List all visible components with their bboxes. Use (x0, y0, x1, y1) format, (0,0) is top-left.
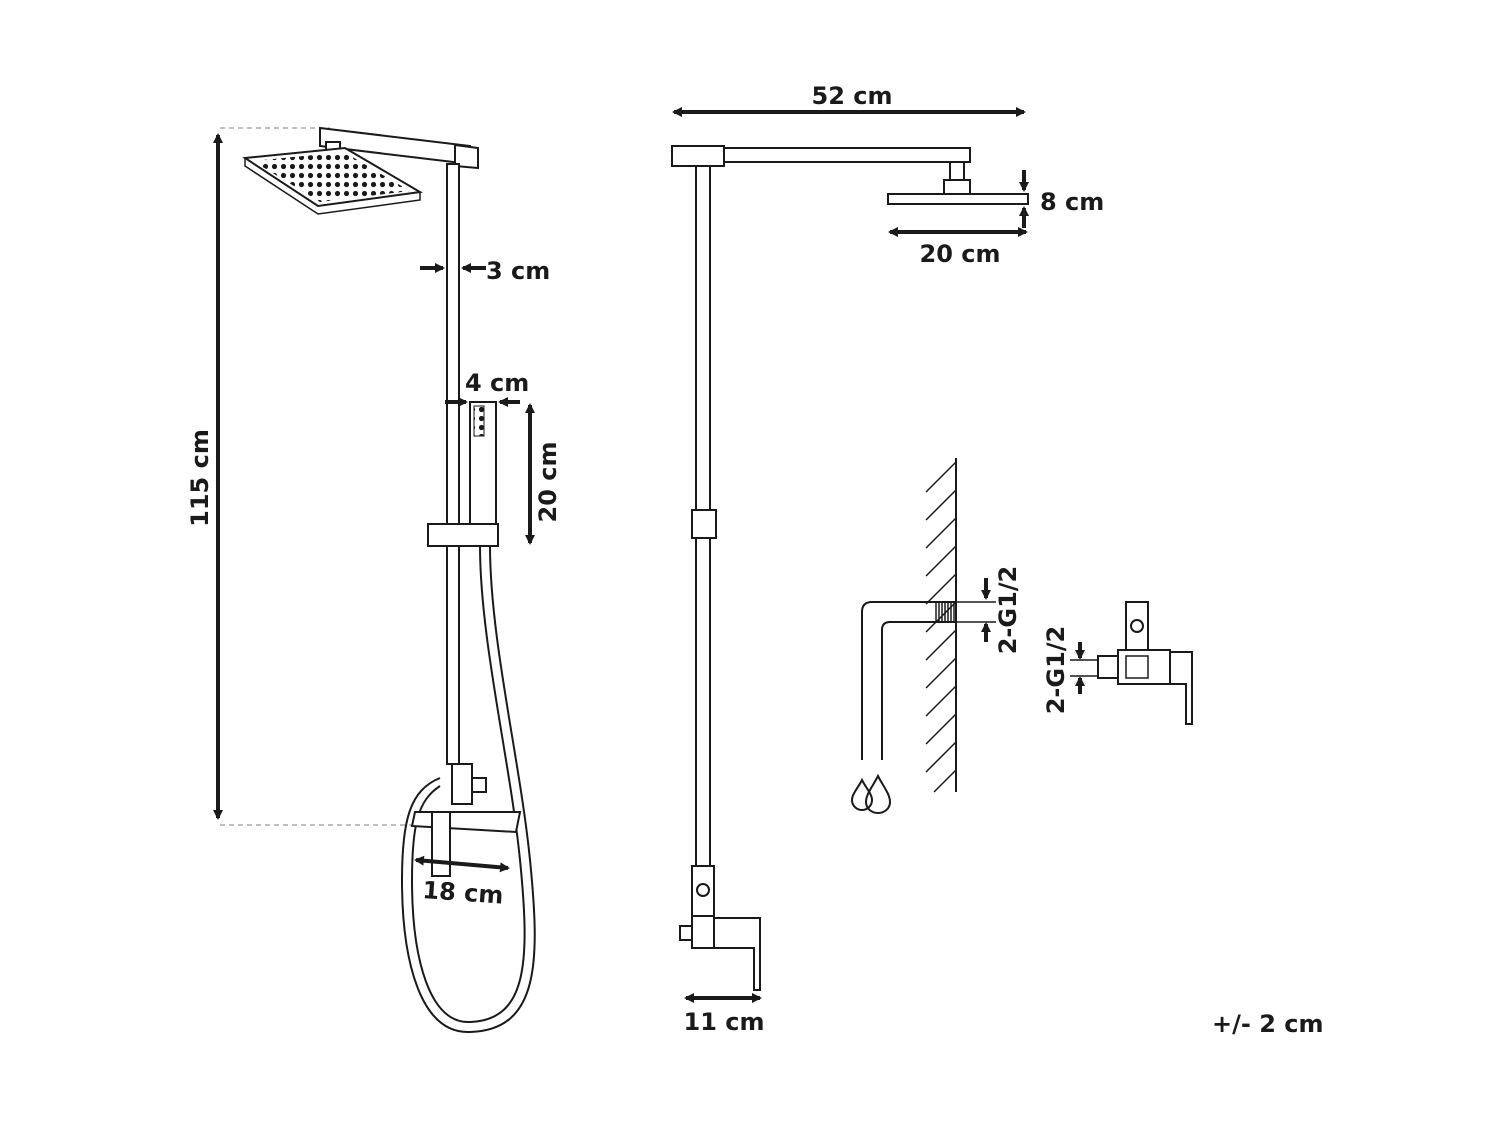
side-inlet (679, 925, 693, 941)
hand-shower-length-label: 20 cm (534, 442, 562, 523)
supply-pipe-inner (881, 621, 956, 760)
shower-head-nozzles (253, 152, 410, 202)
side-shower-arm (723, 147, 971, 163)
wall-hatching (925, 461, 957, 793)
shower-hose-inner (410, 545, 526, 1024)
pipe-thread (935, 602, 955, 622)
side-riser-lower (695, 537, 711, 867)
side-shower-head (887, 193, 1029, 205)
side-slider (691, 509, 717, 539)
detail-diverter-knob (1130, 619, 1144, 633)
arm-length-label: 52 cm (812, 82, 893, 110)
mixer-handle (431, 811, 451, 877)
wall-thread-label: 2-G1/2 (994, 566, 1022, 655)
arm-connector (454, 143, 479, 170)
head-height-label: 8 cm (1040, 188, 1104, 216)
supply-pipe-outer (861, 601, 956, 760)
detail-mixer-lever (1169, 651, 1193, 725)
hand-shower-nozzles (473, 405, 485, 437)
detail-diverter (1125, 601, 1149, 651)
slider-holder (427, 523, 499, 547)
mixer-thread-label: 2-G1/2 (1042, 626, 1070, 715)
side-head-neck (943, 179, 971, 195)
side-head-mount (949, 161, 965, 181)
side-mixer-body (691, 915, 715, 949)
head-width-label: 20 cm (920, 240, 1001, 268)
shower-head-edge (244, 158, 421, 215)
spout-length-label: 18 cm (422, 876, 505, 910)
detail-inlet-nut (1097, 655, 1119, 679)
mixer-body (410, 811, 522, 834)
riser-pipe (446, 163, 460, 765)
shower-hose (400, 545, 536, 1034)
side-diverter (691, 865, 715, 917)
side-riser-upper (695, 165, 711, 511)
wall-connection-detail: 2-G1/2 2-G1/2 (850, 458, 1193, 815)
spout-length-arrow (414, 855, 510, 873)
diverter-body (451, 763, 473, 805)
tolerance-label: +/- 2 cm (1212, 1010, 1323, 1038)
hand-shower-width-label: 4 cm (465, 369, 529, 397)
pipe-width-label: 3 cm (486, 257, 550, 285)
side-mixer-lever (713, 917, 761, 991)
water-drops-icon (850, 773, 892, 815)
total-height-label: 115 cm (186, 429, 214, 527)
mixer-depth-label: 11 cm (684, 1008, 765, 1036)
perspective-view: 115 cm 3 cm 4 cm 20 cm (186, 126, 562, 1034)
side-arm-connector (671, 145, 725, 167)
diverter-knob (471, 777, 487, 793)
side-diverter-knob (696, 883, 710, 897)
detail-mixer-face (1125, 655, 1149, 679)
side-view: 52 cm 8 cm 20 cm 11 cm (671, 82, 1104, 1036)
